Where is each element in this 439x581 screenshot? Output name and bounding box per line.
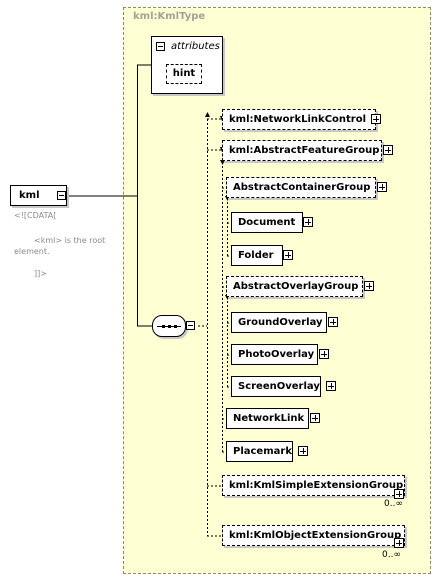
element-label: AbstractContainerGroup [233, 182, 371, 193]
occurrence-simple-extension: 0..∞ [384, 499, 403, 509]
doc-text-line-2: element. [14, 247, 50, 256]
doc-cdata-open: <![CDATA[ [14, 211, 57, 220]
expand-plus-icon[interactable] [383, 145, 393, 155]
doc-cdata-close: ]]> [34, 269, 47, 278]
expand-plus-icon[interactable] [371, 114, 381, 124]
sequence-compositor[interactable] [152, 315, 186, 337]
element-abstract-container-group[interactable]: AbstractContainerGroup [226, 177, 376, 198]
element-label: kml:NetworkLinkControl [229, 114, 367, 125]
element-screen-overlay[interactable]: ScreenOverlay [231, 376, 321, 397]
sequence-dot [168, 325, 171, 328]
element-label: kml:AbstractFeatureGroup [229, 145, 380, 156]
element-kml-simple-extension-group[interactable]: kml:KmlSimpleExtensionGroup [222, 475, 405, 496]
element-document[interactable]: Document [231, 212, 303, 233]
collapse-root-minus-icon[interactable] [57, 191, 66, 200]
element-placemark[interactable]: Placemark [226, 441, 293, 462]
occurrence-object-extension: 0..∞ [382, 550, 401, 560]
element-network-link-control[interactable]: kml:NetworkLinkControl [222, 109, 376, 130]
root-element-label: kml [19, 190, 40, 201]
expand-plus-icon[interactable] [394, 489, 404, 499]
collapse-sequence-minus-icon[interactable] [186, 321, 195, 330]
element-label: AbstractOverlayGroup [233, 281, 359, 292]
sequence-dot [162, 325, 165, 328]
element-label: Document [238, 217, 296, 228]
element-label: GroundOverlay [238, 317, 323, 328]
expand-plus-icon[interactable] [283, 250, 293, 260]
collapse-attributes-minus-icon[interactable] [156, 42, 165, 51]
element-label: kml:KmlObjectExtensionGroup [229, 530, 402, 541]
expand-plus-icon[interactable] [364, 281, 374, 291]
element-label: ScreenOverlay [238, 381, 320, 392]
element-label: Folder [238, 250, 274, 261]
element-ground-overlay[interactable]: GroundOverlay [231, 312, 327, 333]
expand-plus-icon[interactable] [328, 317, 338, 327]
element-abstract-overlay-group[interactable]: AbstractOverlayGroup [226, 276, 363, 297]
expand-plus-icon[interactable] [326, 381, 336, 391]
root-element-kml[interactable]: kml [10, 185, 67, 206]
element-label: kml:KmlSimpleExtensionGroup [229, 480, 404, 491]
element-folder[interactable]: Folder [231, 245, 283, 266]
element-label: NetworkLink [233, 413, 305, 424]
doc-text-line-1: <kml> is the root [34, 236, 106, 245]
expand-plus-icon[interactable] [394, 538, 404, 548]
type-label: kml:KmlType [133, 11, 206, 22]
expand-plus-icon[interactable] [298, 446, 308, 456]
attributes-label: attributes [171, 41, 220, 52]
attribute-hint[interactable]: hint [166, 64, 202, 84]
expand-plus-icon[interactable] [303, 217, 313, 227]
element-label: Placemark [233, 446, 292, 457]
element-kml-object-extension-group[interactable]: kml:KmlObjectExtensionGroup [222, 525, 405, 546]
expand-plus-icon[interactable] [310, 413, 320, 423]
element-label: PhotoOverlay [238, 349, 315, 360]
expand-plus-icon[interactable] [319, 349, 329, 359]
element-network-link[interactable]: NetworkLink [226, 408, 309, 429]
sequence-dot [174, 325, 177, 328]
expand-plus-icon[interactable] [377, 182, 387, 192]
element-abstract-feature-group[interactable]: kml:AbstractFeatureGroup [222, 140, 382, 161]
element-photo-overlay[interactable]: PhotoOverlay [231, 344, 318, 365]
